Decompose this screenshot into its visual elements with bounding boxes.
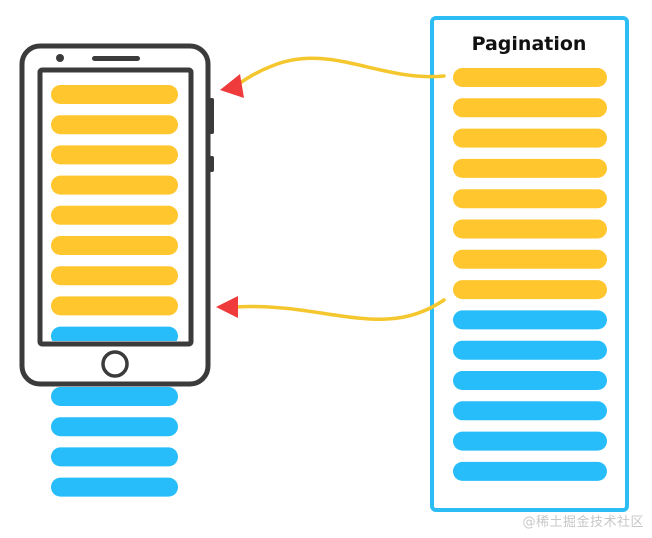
phone-screen-row [51, 296, 178, 316]
pagination-row [453, 461, 607, 481]
pagination-row [453, 401, 607, 421]
phone-offscreen-row [51, 417, 178, 437]
pagination-row [453, 219, 607, 239]
phone-list-rows [51, 387, 178, 497]
phone-screen-row [51, 175, 178, 195]
phone-offscreen-row [51, 477, 178, 497]
watermark: @稀土掘金技术社区 [522, 515, 644, 530]
phone-screen-row [51, 145, 178, 165]
phone-screen-row [51, 326, 178, 341]
phone-screen-row [51, 205, 178, 225]
arrow-bottom-head [216, 296, 238, 318]
pagination-row [453, 189, 607, 209]
pagination-row [453, 68, 607, 87]
phone-home-button [101, 350, 129, 378]
phone-speaker [92, 56, 140, 61]
pagination-row [453, 340, 607, 360]
pagination-row [453, 371, 607, 390]
pagination-row [453, 431, 607, 451]
phone [19, 43, 214, 387]
phone-screen-row [51, 85, 178, 104]
phone-offscreen-row [51, 387, 178, 406]
phone-screen-row [51, 115, 178, 135]
arrow-top-head [220, 74, 244, 98]
pagination-row [453, 98, 607, 118]
pagination-row [453, 158, 607, 178]
phone-side-button-top [209, 98, 214, 134]
pagination-row [453, 280, 607, 300]
phone-screen-row [51, 266, 178, 286]
pagination-row [453, 128, 607, 148]
phone-camera [56, 54, 64, 62]
phone-screen-row [51, 236, 178, 255]
pagination-row [453, 249, 607, 269]
phone-screen-rows [51, 85, 178, 341]
pagination-row [453, 310, 607, 330]
phone-side-button-bottom [209, 156, 214, 172]
phone-offscreen-row [51, 447, 178, 467]
pagination-panel-rows [453, 68, 607, 481]
arrow-bottom-curve [234, 298, 446, 321]
pagination-title: Pagination [472, 33, 587, 55]
arrow-top-curve [234, 56, 446, 88]
